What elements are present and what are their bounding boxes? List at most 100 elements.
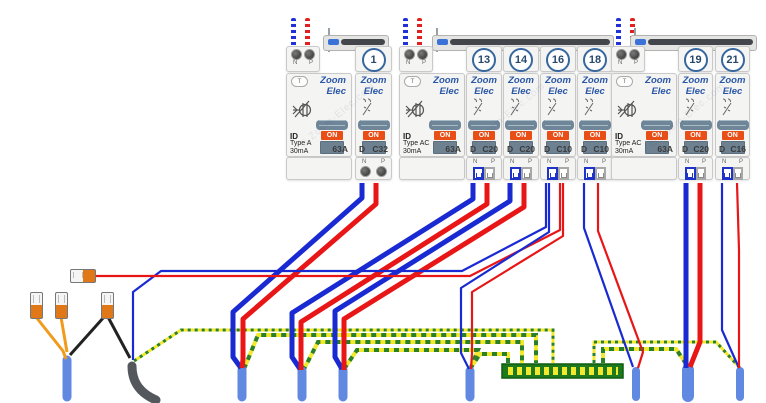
breaker-switch[interactable]: ON — [505, 118, 537, 154]
breaker-curve: D — [719, 144, 726, 154]
switch-handle[interactable] — [433, 141, 457, 154]
switch-hood — [429, 120, 461, 130]
terminal-screw-p[interactable] — [376, 166, 387, 177]
breaker-switch[interactable]: ON — [716, 118, 749, 154]
circuit-wires — [34, 182, 741, 371]
circuit-number-badge: 1 — [361, 48, 386, 72]
breaker-switch[interactable]: ON — [468, 118, 500, 154]
wago-connector-horizontal[interactable] — [70, 269, 96, 283]
rcd-rating: 63A — [445, 144, 461, 154]
neutral-terminal[interactable] — [547, 167, 558, 180]
terminal-screw-p[interactable] — [417, 49, 428, 60]
breaker-rating: C32 — [372, 144, 388, 154]
rcd-switch[interactable]: ON — [429, 118, 461, 154]
switch-hood — [316, 120, 348, 130]
breaker-curve: D — [507, 144, 514, 154]
black-wire-1 — [68, 315, 106, 357]
switch-handle[interactable] — [720, 141, 745, 154]
terminal-screw-n[interactable] — [616, 49, 627, 60]
switch-handle[interactable] — [546, 141, 570, 154]
n-label: N — [722, 159, 727, 165]
n-label: N — [547, 159, 552, 165]
live-breaker1 — [239, 183, 379, 369]
comb-bar — [341, 39, 385, 45]
n-label: N — [685, 159, 690, 165]
rcd-differential-icon — [405, 100, 425, 118]
breaker-curve: D — [581, 144, 588, 154]
circuit-number-badge: 21 — [720, 48, 745, 72]
live-breaker13 — [298, 183, 490, 370]
terminal-screw-n[interactable] — [404, 49, 415, 60]
switch-handle[interactable] — [683, 141, 708, 154]
circuit-number-badge: 19 — [683, 48, 708, 72]
on-indicator: ON — [321, 131, 343, 140]
rcd-specs: ID Type AC 30mA — [403, 131, 430, 155]
on-indicator: ON — [646, 131, 668, 140]
switch-hood — [641, 120, 673, 130]
rcd-differential-icon — [617, 100, 637, 118]
neutral-terminal[interactable] — [685, 167, 696, 180]
p-label: P — [601, 159, 606, 165]
terminal-screw-n[interactable] — [360, 166, 371, 177]
neutral-breaker16-a — [131, 183, 548, 360]
live-terminal[interactable] — [695, 167, 706, 180]
live-terminal[interactable] — [732, 167, 743, 180]
n-label: N — [510, 159, 515, 165]
switch-handle[interactable] — [320, 141, 344, 154]
breaker-switch[interactable]: ON — [357, 118, 390, 154]
n-label: N — [618, 60, 623, 66]
live-terminal[interactable] — [558, 167, 569, 180]
switch-handle[interactable] — [509, 141, 533, 154]
terminal-screw-p[interactable] — [304, 49, 315, 60]
switch-handle[interactable] — [472, 141, 496, 154]
switch-handle[interactable] — [361, 141, 386, 154]
terminal-screw-p[interactable] — [629, 49, 640, 60]
switch-hood — [579, 120, 611, 130]
wago-connector-1[interactable] — [30, 292, 43, 319]
terminal-screw-n[interactable] — [291, 49, 302, 60]
neutral-breaker13 — [289, 183, 476, 371]
rcd-switch[interactable]: ON — [641, 118, 673, 154]
breaker-number-plate: 1 — [355, 46, 392, 72]
test-button[interactable]: T — [616, 76, 633, 87]
live-breaker19 — [687, 183, 703, 368]
switch-handle[interactable] — [583, 141, 607, 154]
live-terminal[interactable] — [484, 167, 495, 180]
breaker-switch[interactable]: ON — [542, 118, 574, 154]
neutral-terminal[interactable] — [473, 167, 484, 180]
wago-connector-3[interactable] — [101, 292, 114, 319]
live-terminal[interactable] — [521, 167, 532, 180]
n-label: N — [473, 159, 478, 165]
rcd-switch[interactable]: ON — [316, 118, 348, 154]
switch-handle[interactable] — [645, 141, 669, 154]
test-button[interactable]: T — [404, 76, 421, 87]
supply-neutral-group1 — [291, 18, 296, 49]
rcd-bottom — [611, 157, 677, 180]
breaker-contact-icon — [362, 98, 372, 116]
p-label: P — [308, 60, 313, 66]
test-button[interactable]: T — [291, 76, 308, 87]
breaker-switch[interactable]: ON — [679, 118, 712, 154]
neutral-terminal[interactable] — [722, 167, 733, 180]
neutral-terminal[interactable] — [584, 167, 595, 180]
on-indicator: ON — [584, 131, 606, 140]
orange-wire-1 — [34, 316, 68, 360]
live-terminal[interactable] — [595, 167, 606, 180]
neutral-terminal[interactable] — [510, 167, 521, 180]
wago-connector-2[interactable] — [55, 292, 68, 319]
cable-drop-2-gray — [127, 361, 161, 403]
breaker-switch[interactable]: ON — [579, 118, 611, 154]
circuit-number-badge: 16 — [546, 48, 570, 72]
